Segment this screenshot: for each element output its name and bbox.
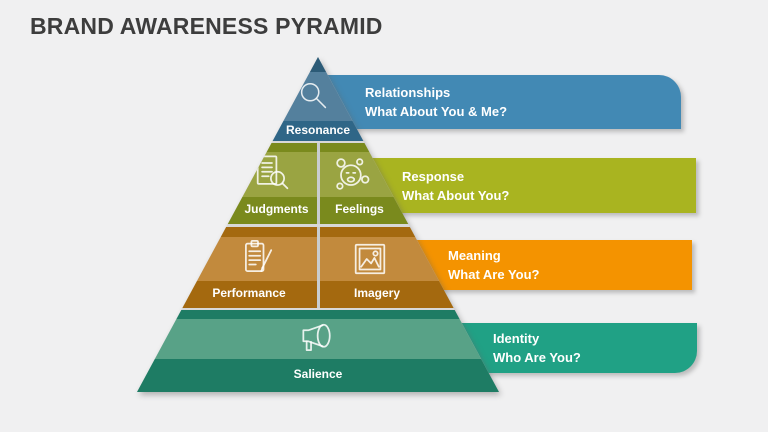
cell-divider	[316, 227, 320, 308]
banner-response: Response What About You?	[340, 158, 696, 213]
level-label-judgments: Judgments	[244, 202, 309, 216]
level-label-imagery: Imagery	[353, 286, 401, 300]
image-icon	[348, 237, 392, 281]
banner-title: Response	[402, 168, 465, 184]
banner-title: Identity	[493, 331, 540, 346]
banner-title: Relationships	[365, 85, 451, 100]
banner-meaning: Meaning What Are You?	[390, 240, 692, 290]
megaphone-icon	[294, 316, 338, 360]
pyramid: Resonance Judgments Feelings Performance…	[137, 57, 499, 392]
document-search-icon	[250, 152, 294, 196]
search-icon	[295, 78, 333, 116]
banner-title: Meaning	[448, 248, 501, 263]
level-label-performance: Performance	[212, 286, 286, 300]
level-label-feelings: Feelings	[335, 202, 384, 216]
level-label-resonance: Resonance	[285, 123, 351, 137]
cell-divider	[316, 143, 320, 224]
face-bubbles-icon	[330, 152, 374, 196]
level-identity-band	[137, 359, 499, 392]
level-identity-top	[137, 310, 499, 319]
banner-subtitle: What Are You?	[448, 267, 540, 282]
level-label-salience: Salience	[293, 367, 343, 381]
banner-subtitle: Who Are You?	[493, 350, 581, 365]
banner-relationships: Relationships What About You & Me?	[318, 75, 681, 129]
pyramid-shape: Resonance Judgments Feelings Performance…	[137, 57, 499, 392]
clipboard-pencil-icon	[236, 237, 280, 281]
banner-subtitle: What About You?	[402, 187, 510, 203]
banner-subtitle: What About You & Me?	[365, 104, 508, 119]
page-title: BRAND AWARENESS PYRAMID	[30, 13, 383, 39]
level-resonance-tip	[137, 57, 499, 72]
